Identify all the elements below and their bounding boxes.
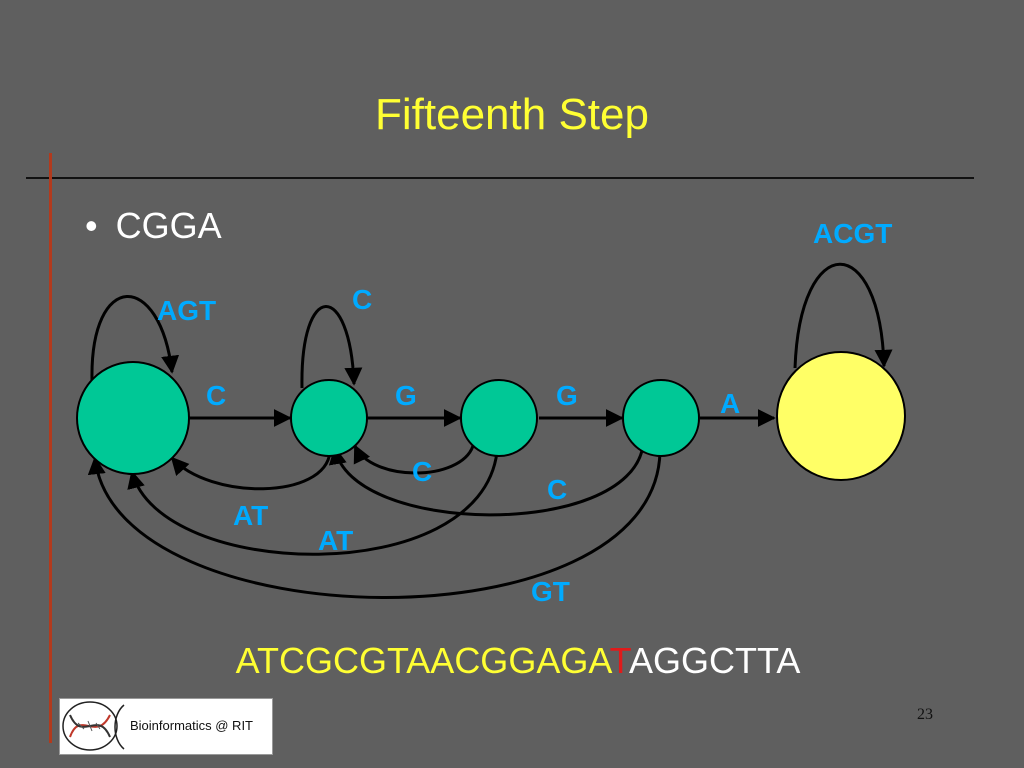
label-back-3-2: C xyxy=(412,456,432,487)
left-accent-bar xyxy=(49,153,52,743)
bullet-item: • CGGA xyxy=(85,205,222,247)
self-loop-5 xyxy=(793,262,893,369)
label-back-3-1: AT xyxy=(318,525,353,556)
sequence-after: AGGCTTA xyxy=(629,640,801,681)
sequence-current-base: T xyxy=(609,640,629,681)
sequence-before: ATCGCGTAACGGAGA xyxy=(235,640,610,681)
dna-helix-icon xyxy=(62,701,125,751)
page-number: 23 xyxy=(917,706,933,723)
bullet-dot-icon: • xyxy=(85,205,98,246)
label-self-loop-2: C xyxy=(352,284,372,315)
state-node-2 xyxy=(290,379,368,457)
label-self-loop-1: AGT xyxy=(157,295,216,326)
slide-title: Fifteenth Step xyxy=(375,90,649,139)
label-self-loop-5: ACGT xyxy=(813,218,892,249)
bioinformatics-logo: Bioinformatics @ RIT xyxy=(59,698,273,755)
back-3-1 xyxy=(127,451,499,556)
label-edge-4-5: A xyxy=(720,388,740,419)
title-divider xyxy=(26,177,974,179)
label-edge-1-2: C xyxy=(206,380,226,411)
accept-state-node xyxy=(776,351,906,481)
label-edge-2-3: G xyxy=(395,380,417,411)
self-loop-2 xyxy=(300,305,363,389)
back-4-2 xyxy=(328,445,645,517)
label-back-4-2: C xyxy=(547,474,567,505)
back-2-1 xyxy=(170,451,332,491)
state-node-1 xyxy=(76,361,190,475)
state-node-3 xyxy=(460,379,538,457)
label-back-4-1: GT xyxy=(531,576,570,607)
label-edge-3-4: G xyxy=(556,380,578,411)
state-node-4 xyxy=(622,379,700,457)
bullet-text: CGGA xyxy=(115,205,222,246)
logo-text: Bioinformatics @ RIT xyxy=(130,718,253,733)
back-3-2 xyxy=(353,444,475,475)
dna-sequence: ATCGCGTAACGGAGATAGGCTTA xyxy=(0,640,1024,682)
back-4-1 xyxy=(87,451,662,599)
label-back-2-1: AT xyxy=(233,500,268,531)
self-loop-1 xyxy=(90,295,180,381)
